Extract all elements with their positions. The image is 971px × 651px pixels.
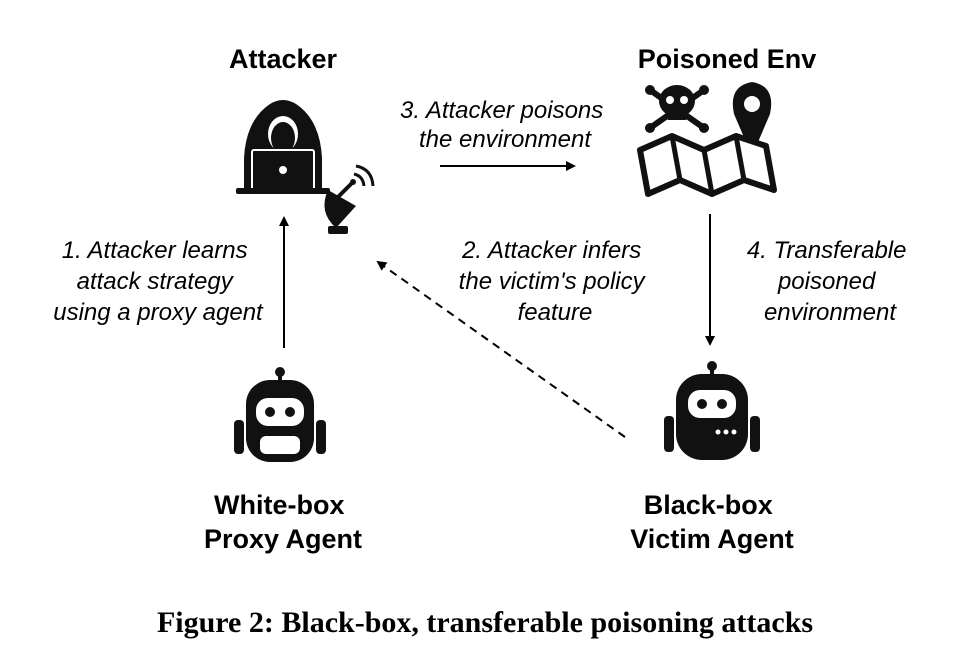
step4-line3: environment xyxy=(764,299,897,326)
step2-line3: feature xyxy=(518,299,593,326)
step3-label: 3. Attacker poisons the environment xyxy=(400,97,610,153)
proxy-line2: Proxy Agent xyxy=(204,524,362,554)
victim-line2: Victim Agent xyxy=(630,524,794,554)
skull-crossbones-icon xyxy=(645,85,709,133)
step3-line1: 3. Attacker poisons xyxy=(400,97,603,124)
step2-line1: 2. Attacker infers xyxy=(461,237,641,264)
figure-caption: Figure 2: Black-box, transferable poison… xyxy=(157,606,813,639)
step1-line2: attack strategy xyxy=(77,268,235,295)
attacker-title: Attacker xyxy=(229,44,338,74)
step1-label: 1. Attacker learns attack strategy using… xyxy=(53,237,264,326)
victim-robot-icon xyxy=(664,361,760,460)
proxy-robot-icon xyxy=(234,367,326,462)
step3-line2: the environment xyxy=(419,126,592,153)
victim-agent-label: Black-box Victim Agent xyxy=(630,490,794,554)
step2-label: 2. Attacker infers the victim's policy f… xyxy=(459,237,652,326)
victim-line1: Black-box xyxy=(644,490,773,520)
poisoned-env-title: Poisoned Env xyxy=(638,44,817,74)
hacker-icon xyxy=(236,100,330,194)
step2-line2: the victim's policy xyxy=(459,268,647,295)
map-pin-icon xyxy=(732,82,772,156)
step4-line1: 4. Transferable xyxy=(747,237,907,264)
folded-map-icon xyxy=(637,133,777,197)
proxy-agent-label: White-box Proxy Agent xyxy=(204,490,362,554)
step1-line3: using a proxy agent xyxy=(53,299,264,326)
arrow-victim-to-attacker xyxy=(376,260,626,438)
step4-label: 4. Transferable poisoned environment xyxy=(747,237,913,326)
step4-line2: poisoned xyxy=(777,268,876,295)
proxy-line1: White-box xyxy=(214,490,344,520)
satellite-dish-icon xyxy=(324,164,375,234)
step1-line1: 1. Attacker learns xyxy=(62,237,248,264)
